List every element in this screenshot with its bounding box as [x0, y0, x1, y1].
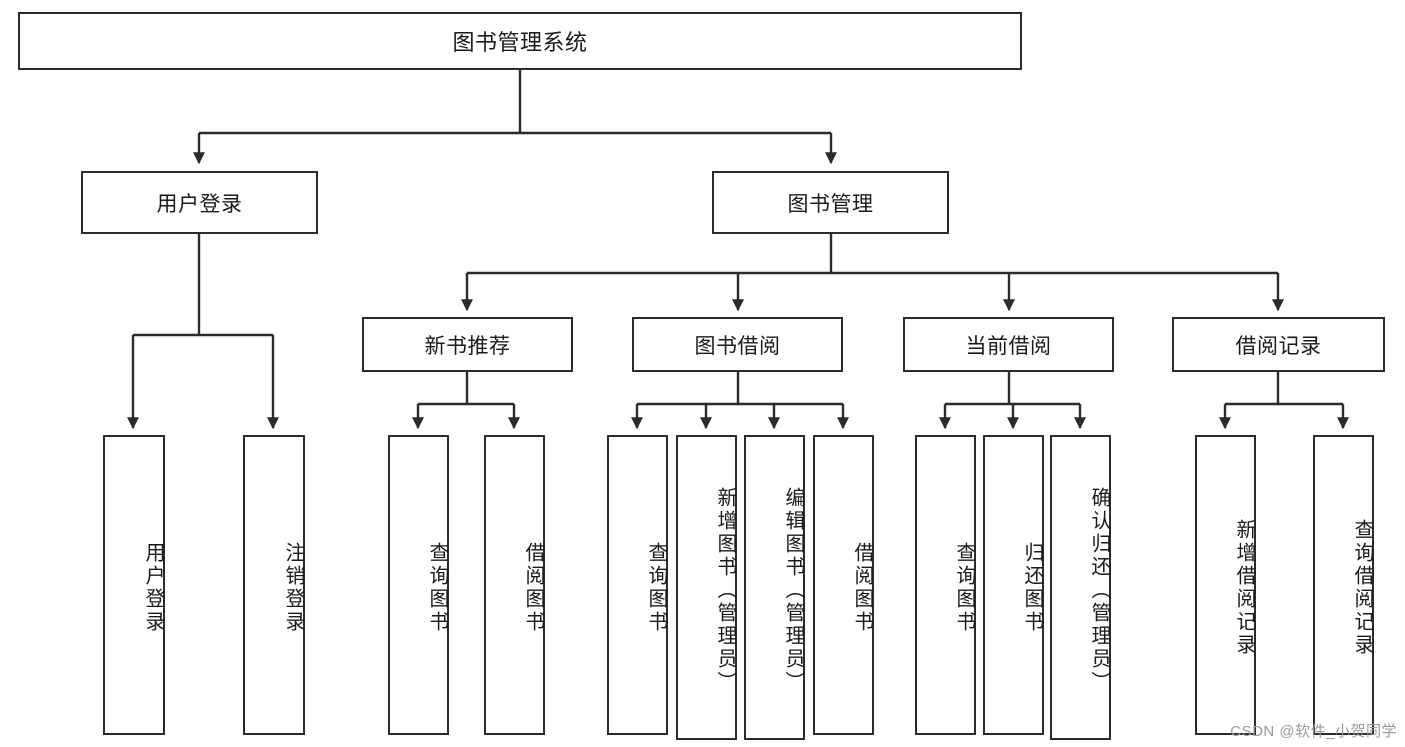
node-leaf-edit-book[interactable]: 编辑图书（管理员） — [744, 435, 805, 740]
node-label: 新增借阅记录 — [1233, 519, 1255, 657]
node-label: 图书借阅 — [694, 334, 781, 358]
node-label: 编辑图书（管理员） — [782, 487, 804, 694]
node-leaf-query-book-2[interactable]: 查询图书 — [607, 435, 668, 735]
node-label: 借阅图书 — [851, 542, 873, 634]
node-leaf-return-book[interactable]: 归还图书 — [983, 435, 1044, 735]
node-label: 查询图书 — [645, 542, 667, 634]
node-label: 查询图书 — [953, 542, 975, 634]
node-label: 新书推荐 — [424, 334, 511, 358]
node-label: 借阅图书 — [522, 542, 544, 634]
node-root-system[interactable]: 图书管理系统 — [18, 12, 1022, 70]
node-label: 确认归还（管理员） — [1088, 487, 1110, 694]
node-leaf-query-record[interactable]: 查询借阅记录 — [1313, 435, 1374, 735]
node-leaf-borrow-book-2[interactable]: 借阅图书 — [813, 435, 874, 735]
node-label: 图书管理系统 — [452, 30, 588, 55]
node-label: 当前借阅 — [965, 334, 1052, 358]
node-book-borrow[interactable]: 图书借阅 — [632, 317, 843, 372]
node-label: 新增图书（管理员） — [714, 487, 736, 694]
node-current-borrow[interactable]: 当前借阅 — [903, 317, 1114, 372]
node-label: 用户登录 — [156, 192, 243, 216]
node-leaf-confirm-return[interactable]: 确认归还（管理员） — [1050, 435, 1111, 740]
node-borrow-record[interactable]: 借阅记录 — [1172, 317, 1385, 372]
node-leaf-query-book-1[interactable]: 查询图书 — [388, 435, 449, 735]
node-user-login[interactable]: 用户登录 — [81, 171, 318, 234]
node-leaf-borrow-book-1[interactable]: 借阅图书 — [484, 435, 545, 735]
node-leaf-user-login[interactable]: 用户登录 — [103, 435, 165, 735]
csdn-watermark: CSDN @软件_小贺同学 — [1230, 723, 1397, 740]
node-leaf-logout-login[interactable]: 注销登录 — [243, 435, 305, 735]
node-book-management[interactable]: 图书管理 — [712, 171, 949, 234]
node-label: 注销登录 — [282, 542, 304, 634]
node-label: 归还图书 — [1021, 542, 1043, 634]
node-new-book-recommend[interactable]: 新书推荐 — [362, 317, 573, 372]
node-label: 用户登录 — [142, 542, 164, 634]
node-label: 借阅记录 — [1235, 334, 1322, 358]
node-label: 查询图书 — [426, 542, 448, 634]
node-label: 图书管理 — [787, 192, 874, 216]
node-label: 查询借阅记录 — [1351, 519, 1373, 657]
node-leaf-add-book[interactable]: 新增图书（管理员） — [676, 435, 737, 740]
node-leaf-query-book-3[interactable]: 查询图书 — [915, 435, 976, 735]
node-leaf-add-record[interactable]: 新增借阅记录 — [1195, 435, 1256, 735]
